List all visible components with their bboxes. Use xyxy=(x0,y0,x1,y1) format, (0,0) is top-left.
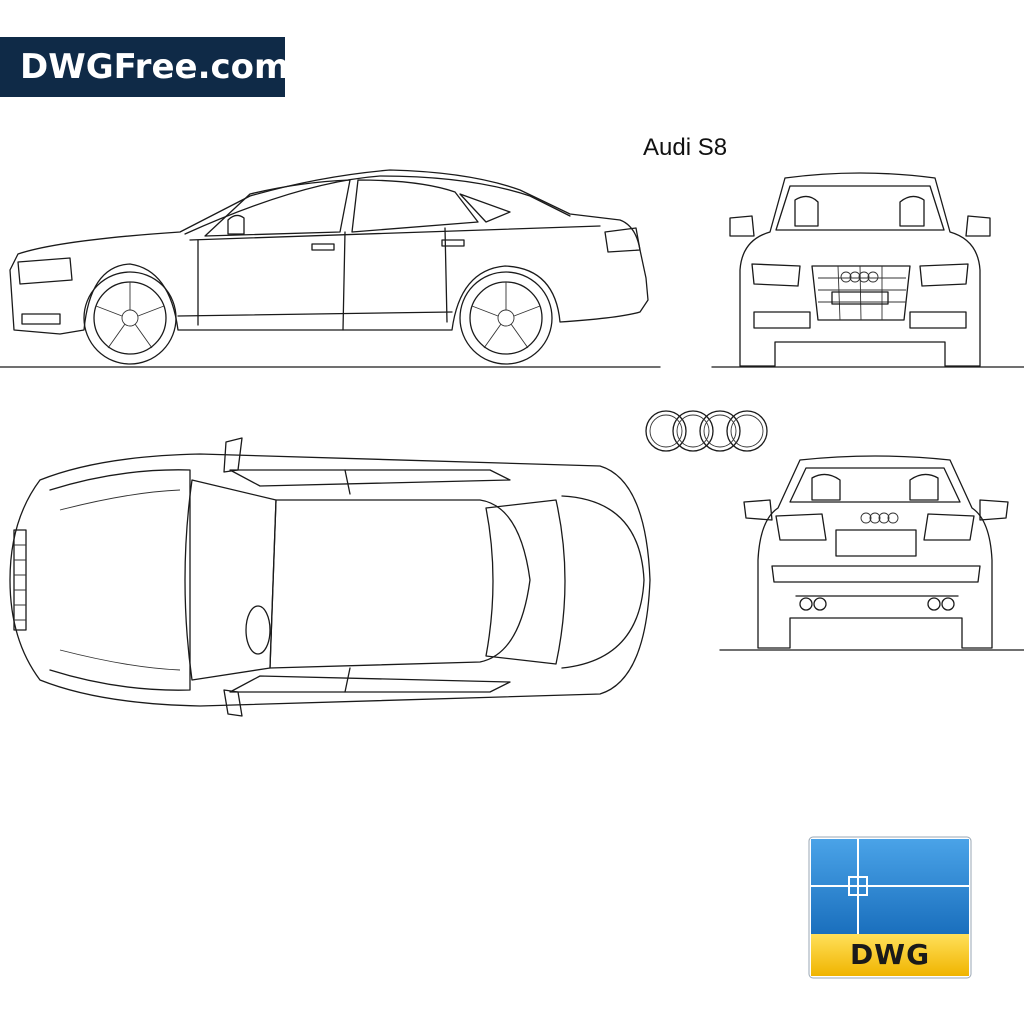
side-window-front xyxy=(204,179,351,237)
top-view xyxy=(9,437,651,717)
side-fog-light xyxy=(21,313,61,325)
rear-badge-rings-icon xyxy=(860,512,899,524)
side-headlight xyxy=(17,257,73,285)
audi-rings-logo xyxy=(645,410,768,452)
dwg-label: DWG xyxy=(849,938,931,971)
front-grille xyxy=(811,265,911,321)
rear-mirror-left xyxy=(743,499,773,521)
rear-taillight-right xyxy=(923,513,975,541)
front-seat-right xyxy=(899,195,925,227)
rear-exhaust-1 xyxy=(799,597,813,611)
top-hood-creases xyxy=(59,489,181,671)
top-b-pillar-right xyxy=(344,667,351,693)
rear-seat-left xyxy=(811,473,841,501)
side-roofline xyxy=(184,175,571,235)
top-b-pillar-left xyxy=(344,469,351,495)
dwg-file-icon xyxy=(808,836,972,979)
rear-view xyxy=(719,455,1024,651)
top-steering-wheel xyxy=(245,605,271,655)
side-view xyxy=(0,169,661,368)
top-roof xyxy=(269,499,531,669)
side-window-rear xyxy=(351,179,479,233)
front-headlight-left xyxy=(751,263,801,287)
side-door-handle-rear xyxy=(441,239,465,247)
top-body-outline xyxy=(9,453,651,707)
top-mirror-right xyxy=(223,689,243,717)
top-mirror-left xyxy=(223,437,243,473)
side-beltline xyxy=(189,225,601,241)
front-mirror-right xyxy=(965,215,991,237)
rear-bumper xyxy=(771,565,981,583)
brand-banner: DWGFree.com xyxy=(0,37,289,97)
top-trunk xyxy=(561,495,645,669)
front-windshield xyxy=(775,185,945,231)
side-mirror xyxy=(227,214,245,235)
front-seat-left xyxy=(794,195,819,227)
side-window-quarter xyxy=(459,193,511,223)
top-front-grille xyxy=(13,529,27,631)
rear-seat-right xyxy=(909,473,939,501)
side-wheel-front xyxy=(83,271,177,365)
top-hood-line xyxy=(49,469,191,691)
front-body-outline xyxy=(739,172,981,367)
rear-exhaust-4 xyxy=(941,597,955,611)
brand-name: DWGFree.com xyxy=(20,47,290,87)
top-side-window-right xyxy=(229,675,511,693)
rear-exhaust-2 xyxy=(813,597,827,611)
rear-taillight-left xyxy=(775,513,827,541)
side-door-split xyxy=(342,231,346,331)
model-title: Audi S8 xyxy=(643,134,728,161)
top-side-window-left xyxy=(229,469,511,487)
front-grille-rings-icon xyxy=(840,271,879,283)
front-intake-right xyxy=(909,311,967,329)
front-intake-left xyxy=(753,311,811,329)
side-taillight xyxy=(604,227,641,253)
side-sill xyxy=(177,311,453,317)
top-windshield xyxy=(184,479,277,681)
rear-body-outline xyxy=(757,455,993,649)
side-door-rear-edge xyxy=(444,227,448,323)
top-rear-window xyxy=(485,499,566,665)
front-view xyxy=(711,172,1024,368)
front-plate xyxy=(831,291,889,305)
front-mirror-left xyxy=(729,215,755,237)
rear-plate xyxy=(835,529,917,557)
side-wheel-rear xyxy=(459,271,553,365)
dwg-file-badge: DWG xyxy=(808,836,972,979)
rear-window xyxy=(789,467,961,503)
rear-exhaust-3 xyxy=(927,597,941,611)
side-door-handle-front xyxy=(311,243,335,251)
front-headlight-right xyxy=(919,263,969,287)
rear-mirror-right xyxy=(979,499,1009,521)
